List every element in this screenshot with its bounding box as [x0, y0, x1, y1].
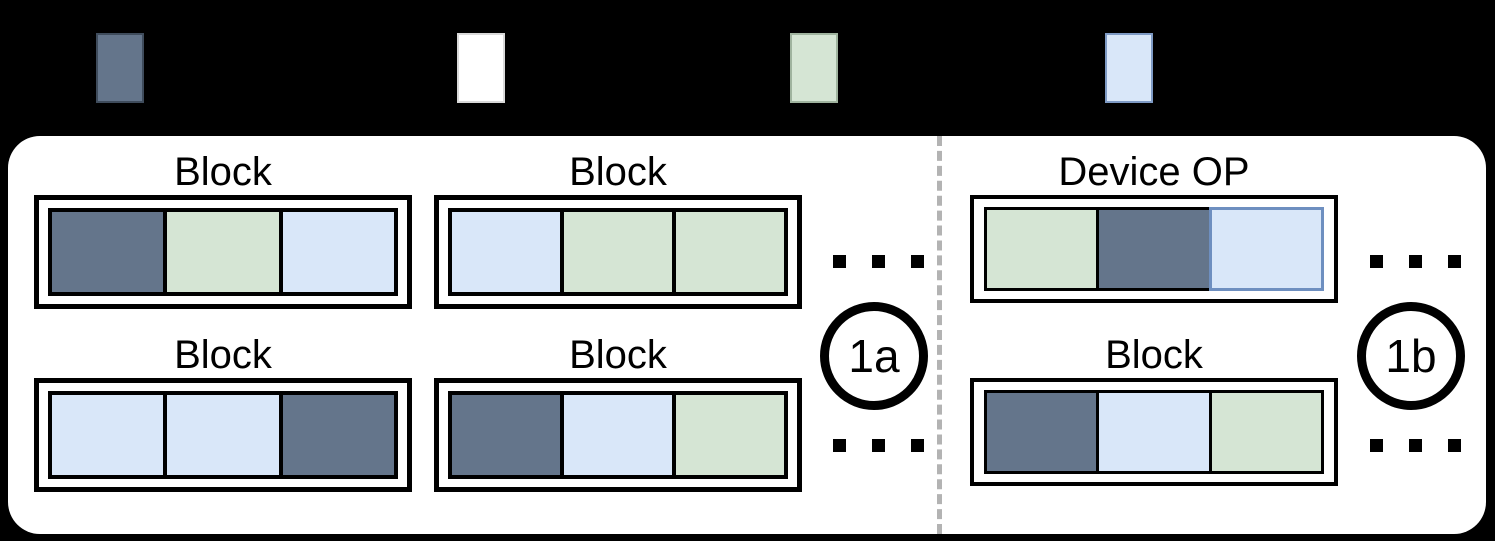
dot [833, 439, 846, 452]
block-cells [448, 208, 788, 296]
block-cell [448, 391, 564, 479]
dot [1448, 439, 1461, 452]
legend-swatch-white [457, 33, 505, 103]
dot [1370, 439, 1383, 452]
dot [1370, 255, 1383, 268]
block-cell [672, 391, 788, 479]
dot [872, 255, 885, 268]
block-cell [448, 208, 564, 296]
ellipsis-dots-left-row2 [833, 439, 924, 452]
block-cell [48, 208, 168, 296]
dot [1409, 439, 1422, 452]
block-group-left-r1c2: Block [434, 149, 802, 309]
block-cell [48, 391, 168, 479]
legend-swatch-blue [1105, 33, 1153, 103]
block-label: Block [1105, 333, 1203, 377]
device-op-box [970, 195, 1338, 303]
block-group-right-r2: Block [970, 332, 1338, 486]
legend-swatch-slate [96, 33, 144, 103]
main-panel: Block Block Block [8, 136, 1486, 534]
block-cells [48, 208, 398, 296]
block-label: Block [174, 150, 272, 194]
block-group-left-r2c1: Block [34, 332, 412, 492]
block-box [434, 195, 802, 309]
block-box [970, 378, 1338, 486]
block-cell [560, 208, 676, 296]
block-cells [448, 391, 788, 479]
ellipsis-dots-right-row2 [1370, 439, 1461, 452]
block-cell [163, 208, 283, 296]
block-cells [48, 391, 398, 479]
step-badge-1a: 1a [820, 302, 928, 410]
device-op-cell [1096, 207, 1212, 291]
device-op-label: Device OP [1058, 150, 1250, 194]
block-label: Block [174, 333, 272, 377]
block-cell [560, 391, 676, 479]
group-divider [937, 136, 942, 534]
device-op-cells [984, 207, 1324, 291]
step-badge-1b: 1b [1357, 302, 1465, 410]
block-label: Block [569, 150, 667, 194]
device-op-cell-highlighted [1208, 207, 1324, 291]
block-cell [1096, 390, 1212, 474]
block-group-right-r1: Device OP [970, 149, 1338, 303]
block-cells [984, 390, 1324, 474]
dot [911, 255, 924, 268]
ellipsis-dots-right-row1 [1370, 255, 1461, 268]
block-cell [278, 208, 398, 296]
block-box [434, 378, 802, 492]
block-box [34, 378, 412, 492]
block-group-left-r2c2: Block [434, 332, 802, 492]
block-box [34, 195, 412, 309]
dot [1448, 255, 1461, 268]
block-cell [672, 208, 788, 296]
dot [833, 255, 846, 268]
legend-strip [0, 0, 1495, 131]
block-label: Block [569, 333, 667, 377]
ellipsis-dots-left-row1 [833, 255, 924, 268]
block-group-left-r1c1: Block [34, 149, 412, 309]
block-cell [163, 391, 283, 479]
block-cell [1208, 390, 1324, 474]
legend-swatch-green [790, 33, 838, 103]
dot [911, 439, 924, 452]
dot [872, 439, 885, 452]
block-cell [278, 391, 398, 479]
device-op-cell [984, 207, 1100, 291]
dot [1409, 255, 1422, 268]
block-cell [984, 390, 1100, 474]
